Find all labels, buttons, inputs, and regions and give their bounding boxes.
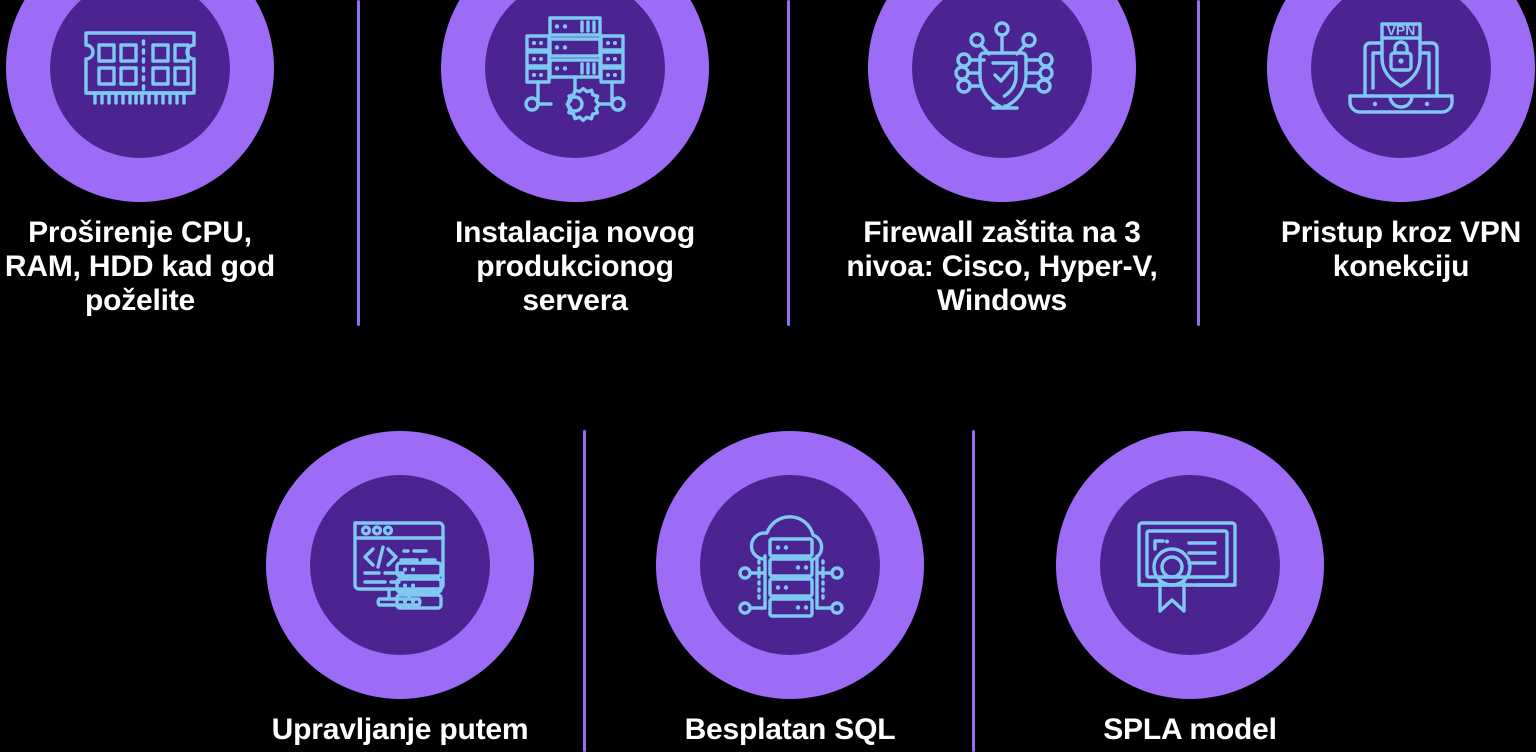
badge-inner-vpn-access: VPN (1311, 0, 1491, 158)
ram-memory-module-icon (84, 31, 196, 105)
svg-text:VPN: VPN (1387, 22, 1416, 38)
feature-card-firewall-protection[interactable]: Firewall zaštita na 3 nivoa: Cisco, Hype… (846, 0, 1158, 319)
feature-card-cpu-ram-hdd[interactable]: Proširenje CPU, RAM, HDD kad god poželit… (0, 0, 284, 319)
badge-spla-model (1056, 431, 1324, 699)
divider-bottom-1 (583, 430, 586, 752)
divider-top-1 (357, 0, 360, 326)
badge-inner-cpu-ram-hdd (50, 0, 230, 158)
feature-label-cpu-ram-hdd: Proširenje CPU, RAM, HDD kad god poželit… (4, 216, 276, 318)
code-monitor-server-icon (353, 521, 445, 610)
feature-card-spla-model[interactable]: SPLA model (1046, 431, 1334, 747)
badge-cpu-ram-hdd (6, 0, 274, 202)
feature-card-web-management[interactable]: Upravljanje putem (256, 431, 544, 747)
feature-label-new-production-server: Instalacija novog produkcionog servera (455, 216, 695, 318)
shield-circuit-check-icon (954, 21, 1054, 110)
badge-vpn-access: VPN (1267, 0, 1535, 202)
feature-label-spla-model: SPLA model (1103, 713, 1277, 746)
feature-label-free-sql: Besplatan SQL (684, 713, 896, 746)
feature-card-free-sql[interactable]: Besplatan SQL (646, 431, 934, 747)
badge-free-sql (656, 431, 924, 699)
laptop-vpn-lock-icon: VPN (1348, 22, 1454, 114)
divider-top-2 (787, 0, 790, 326)
feature-label-firewall-protection: Firewall zaštita na 3 nivoa: Cisco, Hype… (846, 216, 1158, 318)
badge-inner-web-management (310, 475, 490, 655)
badge-inner-free-sql (700, 475, 880, 655)
badge-new-production-server (441, 0, 709, 202)
feature-label-vpn-access: Pristup kroz VPN konekciju (1280, 216, 1522, 284)
badge-inner-spla-model (1100, 475, 1280, 655)
badge-web-management (266, 431, 534, 699)
badge-firewall-protection (868, 0, 1136, 202)
feature-label-web-management: Upravljanje putem (271, 713, 529, 746)
divider-top-3 (1197, 0, 1200, 326)
feature-card-vpn-access[interactable]: VPN Pristup kroz VPN konekciju (1257, 0, 1536, 284)
badge-inner-new-production-server (485, 0, 665, 158)
server-rack-gear-icon (524, 16, 626, 122)
feature-card-new-production-server[interactable]: Instalacija novog produkcionog servera (431, 0, 719, 319)
badge-inner-firewall-protection (912, 0, 1092, 158)
divider-bottom-2 (972, 430, 975, 752)
certificate-ribbon-icon (1137, 521, 1237, 613)
cloud-database-icon (738, 515, 844, 618)
